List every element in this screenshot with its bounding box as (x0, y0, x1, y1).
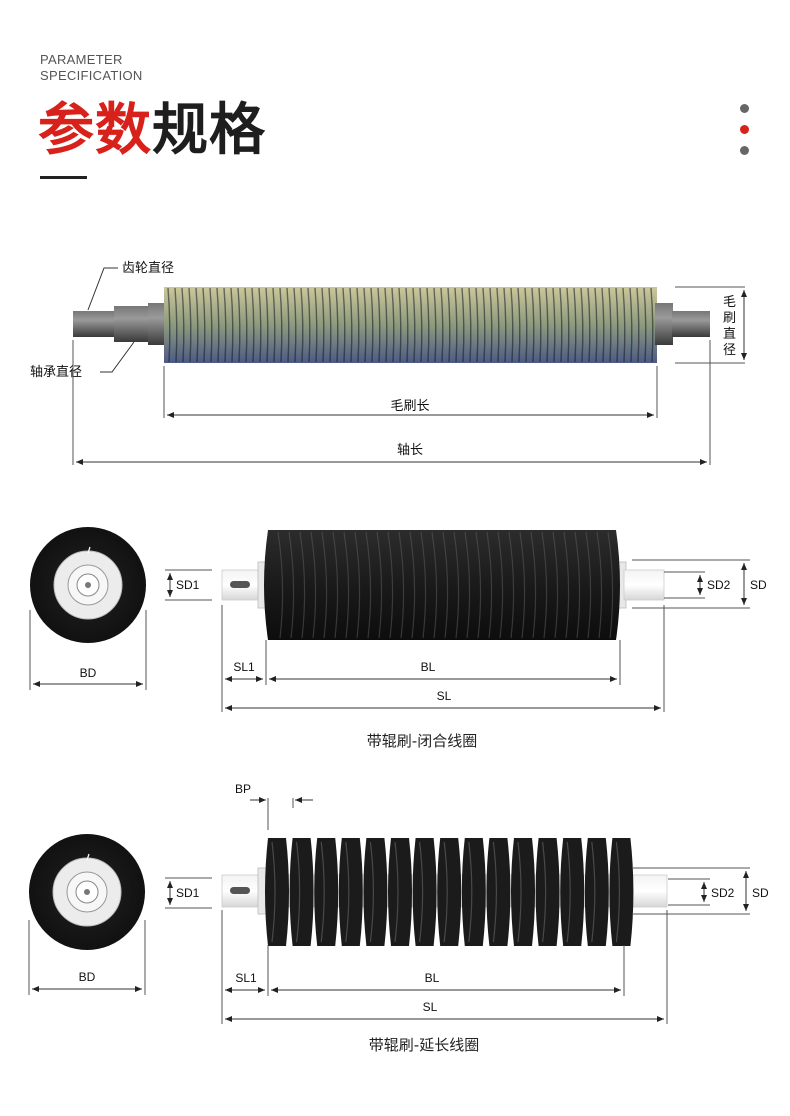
sd2-label-2: SD2 (711, 886, 735, 900)
shaft-length-label: 轴长 (397, 443, 423, 458)
bd-label: BD (80, 666, 97, 680)
closed-coil-caption: 带辊刷-闭合线圈 (367, 732, 477, 750)
bp-label: BP (235, 782, 251, 796)
extended-coil-diagram: BD SD1 BP SD2 SD SL1 BL (28, 782, 769, 1054)
title-accent: 参数 (38, 98, 152, 163)
svg-text:刷: 刷 (723, 311, 736, 326)
closed-coil-diagram: BD SD1 SD2 SD SL1 BL SL 带辊刷 (29, 527, 767, 750)
gear-diameter-label: 齿轮直径 (122, 261, 174, 276)
sd-label-2: SD (752, 886, 769, 900)
left-shaft-end (73, 311, 115, 337)
sl1-label-2: SL1 (235, 971, 257, 985)
svg-text:径: 径 (723, 343, 736, 358)
brush-roller-diagram: 齿轮直径 轴承直径 毛 刷 直 径 毛刷长 轴长 (30, 261, 747, 465)
svg-text:直: 直 (723, 327, 736, 342)
page-dots (740, 104, 749, 167)
right-shoulder (655, 303, 673, 345)
eyebrow: PARAMETER SPECIFICATION (40, 52, 143, 84)
sl-label: SL (437, 689, 452, 703)
sd1-label: SD1 (176, 578, 200, 592)
sd1-label-2: SD1 (176, 886, 200, 900)
eyebrow-line-1: PARAMETER (40, 52, 123, 67)
gear-diameter-leader (87, 267, 118, 311)
sl-label-2: SL (423, 1000, 438, 1014)
bl-label: BL (421, 660, 436, 674)
sd-label: SD (750, 578, 767, 592)
extended-coil-caption: 带辊刷-延长线圈 (369, 1036, 479, 1054)
bearing-diameter-label: 轴承直径 (30, 365, 82, 380)
closed-coil-roll (264, 530, 620, 640)
left-shoulder (148, 303, 166, 345)
dot-2 (740, 125, 749, 134)
dot-1 (740, 104, 749, 113)
sl1-label: SL1 (233, 660, 255, 674)
right-shaft-end (672, 311, 710, 337)
bearing-diameter-leader (100, 341, 135, 373)
brush-bristle-lines (167, 287, 654, 363)
extended-coil-turns (265, 838, 634, 946)
bl-label-2: BL (425, 971, 440, 985)
dot-3 (740, 146, 749, 155)
brush-length-label: 毛刷长 (390, 399, 429, 414)
title-rest: 规格 (152, 98, 266, 163)
closed-coil-grooves (277, 531, 614, 639)
page-title: 参数规格 (38, 98, 266, 164)
sd2-label: SD2 (707, 578, 731, 592)
svg-text:毛: 毛 (723, 295, 736, 310)
eyebrow-line-2: SPECIFICATION (40, 68, 143, 83)
brush-diameter-label: 毛 刷 直 径 (723, 295, 736, 358)
left-gear-section (114, 306, 150, 342)
title-underline (40, 176, 87, 179)
bd-label-2: BD (79, 970, 96, 984)
